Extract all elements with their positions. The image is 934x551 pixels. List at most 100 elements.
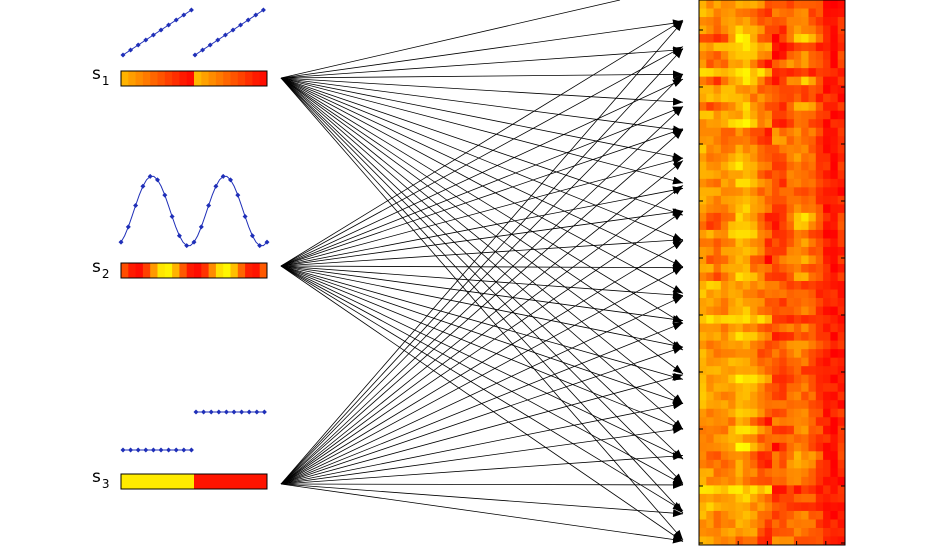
heatmap-cell (750, 246, 758, 256)
heatmap-cell (808, 119, 817, 129)
heatmap-cell (779, 425, 787, 435)
heatmap-cell (823, 349, 831, 359)
heatmap-cell (699, 391, 707, 401)
heatmap-cell (808, 502, 817, 512)
strip-cell (223, 263, 231, 278)
heatmap-cell (706, 25, 714, 35)
heatmap-cell (823, 417, 831, 427)
heatmap-cell (815, 42, 824, 52)
heatmap-cell (764, 238, 773, 248)
heatmap-cell (706, 178, 714, 188)
heatmap-cell (706, 102, 714, 112)
heatmap-cell (786, 315, 795, 324)
heatmap-cell (801, 25, 809, 35)
mixing-arrow (280, 185, 684, 485)
heatmap-cell (728, 144, 736, 154)
heatmap-cell (742, 153, 751, 163)
heatmap-cell (750, 391, 758, 401)
heatmap-cell (728, 170, 736, 180)
heatmap-cell (713, 85, 722, 95)
heatmap-cell (757, 68, 766, 78)
heatmap-cell (823, 442, 831, 452)
heatmap-cell (772, 119, 780, 129)
heatmap-cell (713, 476, 722, 486)
heatmap-cell (728, 42, 736, 52)
heatmap-cell (779, 281, 787, 290)
heatmap-cell (786, 0, 795, 9)
strip-cell (208, 263, 217, 278)
heatmap-cell (830, 127, 839, 137)
heatmap-cell (757, 212, 766, 222)
heatmap-cell (764, 93, 773, 103)
heatmap-cell (815, 255, 824, 265)
heatmap-cell (808, 493, 817, 503)
heatmap-cell (837, 408, 846, 418)
strip-cell (230, 71, 239, 86)
heatmap-cell (793, 255, 802, 265)
heatmap-cell (786, 187, 795, 197)
heatmap-cell (720, 25, 729, 35)
heatmap-cell (786, 153, 795, 163)
heatmap-cell (801, 255, 809, 265)
heatmap-cell (742, 68, 751, 78)
heatmap-cell (779, 25, 787, 35)
mixing-arrow (280, 77, 684, 351)
heatmap-cell (764, 510, 773, 520)
heatmap-cell (808, 391, 817, 401)
source-label-s2: s2 (92, 257, 110, 281)
heatmap-cell (757, 161, 766, 171)
heatmap-cell (750, 519, 758, 529)
heatmap-cell (735, 408, 744, 418)
heatmap-cell (830, 0, 839, 9)
heatmap-cell (706, 161, 714, 171)
heatmap-cell (713, 229, 722, 239)
mixing-arrow (280, 265, 684, 299)
heatmap-cell (720, 417, 729, 427)
heatmap-cell (786, 408, 795, 418)
heatmap-cell (706, 34, 714, 43)
mixing-arrow (280, 240, 684, 485)
heatmap-cell (757, 281, 766, 290)
heatmap-cell (772, 17, 780, 26)
heatmap-cell (808, 366, 817, 376)
heatmap-cell (779, 153, 787, 163)
heatmap-cell (764, 195, 773, 205)
heatmap-cell (801, 127, 809, 137)
heatmap-cell (801, 119, 809, 129)
heatmap-cell (735, 451, 744, 461)
heatmap-cell (801, 0, 809, 9)
heatmap-cell (764, 383, 773, 393)
heatmap-cell (728, 110, 736, 120)
heatmap-cell (779, 408, 787, 418)
heatmap-cell (706, 400, 714, 410)
heatmap-cell (764, 323, 773, 333)
heatmap-cell (742, 221, 751, 231)
heatmap-cell (735, 221, 744, 231)
heatmap-cell (786, 8, 795, 18)
heatmap-cell (720, 536, 729, 546)
heatmap-cell (750, 306, 758, 316)
heatmap-cell (735, 349, 744, 359)
heatmap-cell (815, 0, 824, 9)
heatmap-cell (699, 119, 707, 129)
heatmap-cell (750, 485, 758, 495)
heatmap-cell (735, 238, 744, 248)
heatmap-cell (720, 298, 729, 307)
heatmap-cell (772, 246, 780, 256)
heatmap-cell (808, 76, 817, 86)
heatmap-cell (830, 59, 839, 69)
strips-layer (120, 70, 268, 490)
heatmap-cell (720, 281, 729, 290)
heatmap-cell (808, 527, 817, 537)
heatmap-cell (735, 51, 744, 61)
heatmap-cell (764, 8, 773, 18)
mixing-arrow (280, 208, 684, 267)
heatmap-cell (750, 425, 758, 435)
heatmap-cell (786, 85, 795, 95)
heatmap-cell (837, 374, 846, 384)
heatmap-cell (786, 527, 795, 537)
strip-cell (223, 474, 231, 489)
heatmap-cell (757, 204, 766, 214)
mixing-arrow (280, 73, 684, 485)
heatmap-cell (837, 8, 846, 18)
